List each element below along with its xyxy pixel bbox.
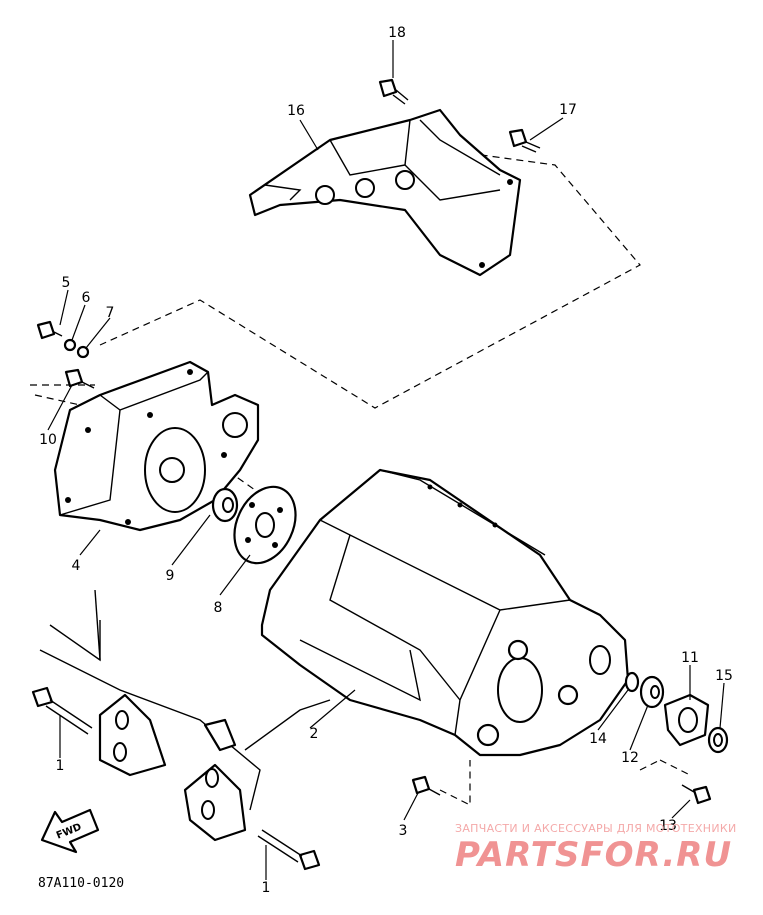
label-18: 18 [388, 25, 406, 41]
part-14-washer [624, 671, 640, 693]
watermark-tagline: ЗАПЧАСТИ И АКСЕССУАРЫ ДЛЯ МОТОТЕХНИКИ [455, 822, 737, 835]
label-5: 5 [62, 275, 71, 291]
label-4: 4 [72, 558, 81, 574]
part-18-bolt [378, 78, 409, 105]
label-14: 14 [589, 731, 607, 747]
watermark-brand: PARTSFOR.RU [455, 835, 732, 875]
label-2: 2 [310, 726, 319, 742]
label-16: 16 [287, 103, 305, 119]
label-9: 9 [166, 568, 175, 584]
label-3: 3 [399, 823, 408, 839]
label-13: 13 [659, 818, 677, 834]
label-15: 15 [715, 668, 733, 684]
part-17-bolt [508, 128, 541, 153]
part-1-bolt-lower [257, 829, 321, 871]
label-12: 12 [621, 750, 639, 766]
watermark-logo: ЗАПЧАСТИ И АКСЕССУАРЫ ДЛЯ МОТОТЕХНИКИ PA… [455, 822, 737, 875]
label-8: 8 [214, 600, 223, 616]
parts-5-6-7-hardware [36, 320, 95, 389]
label-11: 11 [681, 650, 699, 666]
part-4-side-plate [53, 360, 260, 532]
part-labels: 18 16 17 5 6 7 10 4 9 8 2 3 14 12 11 15 … [39, 25, 733, 896]
label-7: 7 [106, 305, 115, 321]
part-15-seal [707, 726, 729, 754]
part-16-bracket [248, 108, 522, 277]
label-1-upper: 1 [56, 758, 65, 774]
part-2-chain-case [260, 468, 630, 757]
part-11-flange [663, 693, 710, 747]
leader-lines [47, 40, 725, 880]
part-9-bearing [211, 487, 239, 523]
part-3-bolt [411, 775, 441, 796]
label-6: 6 [82, 290, 91, 306]
part-12-bearing [639, 675, 665, 709]
frame-section [39, 589, 331, 842]
part-13-bolt [681, 784, 712, 805]
part-8-sprocket [233, 485, 297, 565]
label-1-lower: 1 [262, 880, 271, 896]
label-17: 17 [559, 102, 577, 118]
drawing-code: 87A110-0120 [38, 876, 124, 891]
fwd-arrow-icon: FWD [40, 808, 100, 854]
part-1-bolt-upper [31, 686, 93, 735]
label-10: 10 [39, 432, 57, 448]
